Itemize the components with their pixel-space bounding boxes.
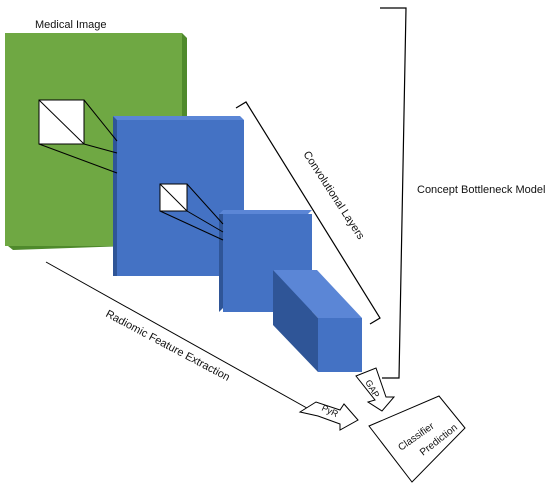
conv-layer-2-side [219, 210, 223, 312]
pyr-arrow [298, 401, 359, 431]
conv-layer-3-side [273, 270, 318, 372]
conv-layer-1-side [113, 116, 117, 276]
image-kernel [38, 99, 85, 145]
concept-bottleneck-bracket [380, 7, 407, 379]
layer-projection-lines [159, 183, 224, 241]
layer-kernel-diagonal [159, 183, 188, 212]
concept-bottleneck-model-label: Concept Bottleneck Model [417, 184, 545, 196]
classifier-box [368, 395, 466, 483]
medical-image-label: Medical Image [35, 19, 107, 31]
conv-layer-3 [273, 270, 362, 372]
conv-layer-2-top [219, 210, 312, 214]
radiomic-extraction-line [45, 261, 315, 413]
conv-layer-1-top [113, 116, 244, 120]
layer-kernel [159, 183, 188, 212]
conv-layer-3-front [318, 318, 362, 372]
gap-arrow [355, 367, 396, 412]
medical-image-bottom [8, 244, 187, 250]
image-kernel-diagonal [38, 99, 85, 145]
conv-layers-bracket [235, 101, 381, 325]
radiomic-feature-extraction-label: Radiomic Feature Extraction [104, 308, 232, 384]
image-projection-lines [38, 99, 118, 174]
conv-layer-3-top [273, 270, 362, 318]
